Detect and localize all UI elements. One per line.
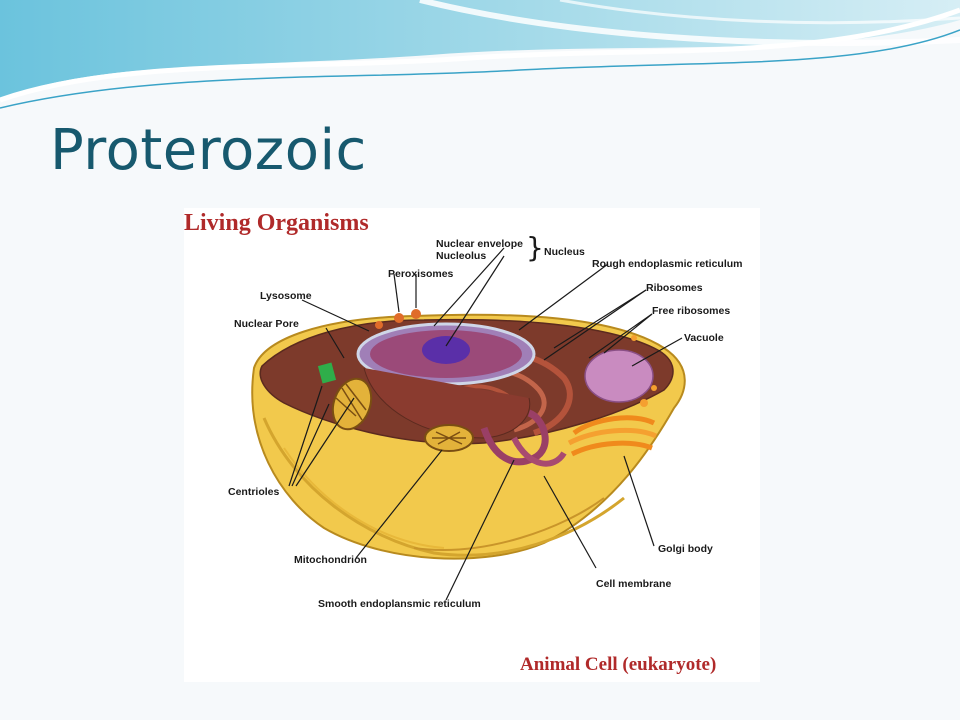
label-lysosome: Lysosome [260,290,312,302]
nucleus-brace: } [526,231,544,264]
label-golgi-body: Golgi body [658,543,713,555]
label-peroxisomes: Peroxisomes [388,268,454,280]
animal-cell-figure: Living Organisms Nuclear envelope Nucleo… [184,208,760,682]
label-nuclear-envelope: Nuclear envelope [436,238,523,250]
label-ribosomes: Ribosomes [646,282,703,294]
figure-title: Living Organisms [184,210,369,236]
wave-banner [0,0,960,109]
cell-diagram [251,247,686,601]
label-nucleus: Nucleus [544,246,585,258]
label-cell-membrane: Cell membrane [596,578,672,590]
label-centrioles: Centrioles [228,486,280,498]
label-rough-er: Rough endoplasmic reticulum [592,258,743,270]
label-smooth-er: Smooth endoplansmic reticulum [318,598,481,610]
label-vacuole: Vacuole [684,332,724,344]
slide-title: Proterozoic [50,118,367,183]
label-nuclear-pore: Nuclear Pore [234,318,299,330]
label-nucleolus: Nucleolus [436,250,487,262]
figure-caption: Animal Cell (eukaryote) [520,654,717,675]
label-free-ribosomes: Free ribosomes [652,305,731,317]
label-mitochondrion: Mitochondrion [294,554,367,566]
